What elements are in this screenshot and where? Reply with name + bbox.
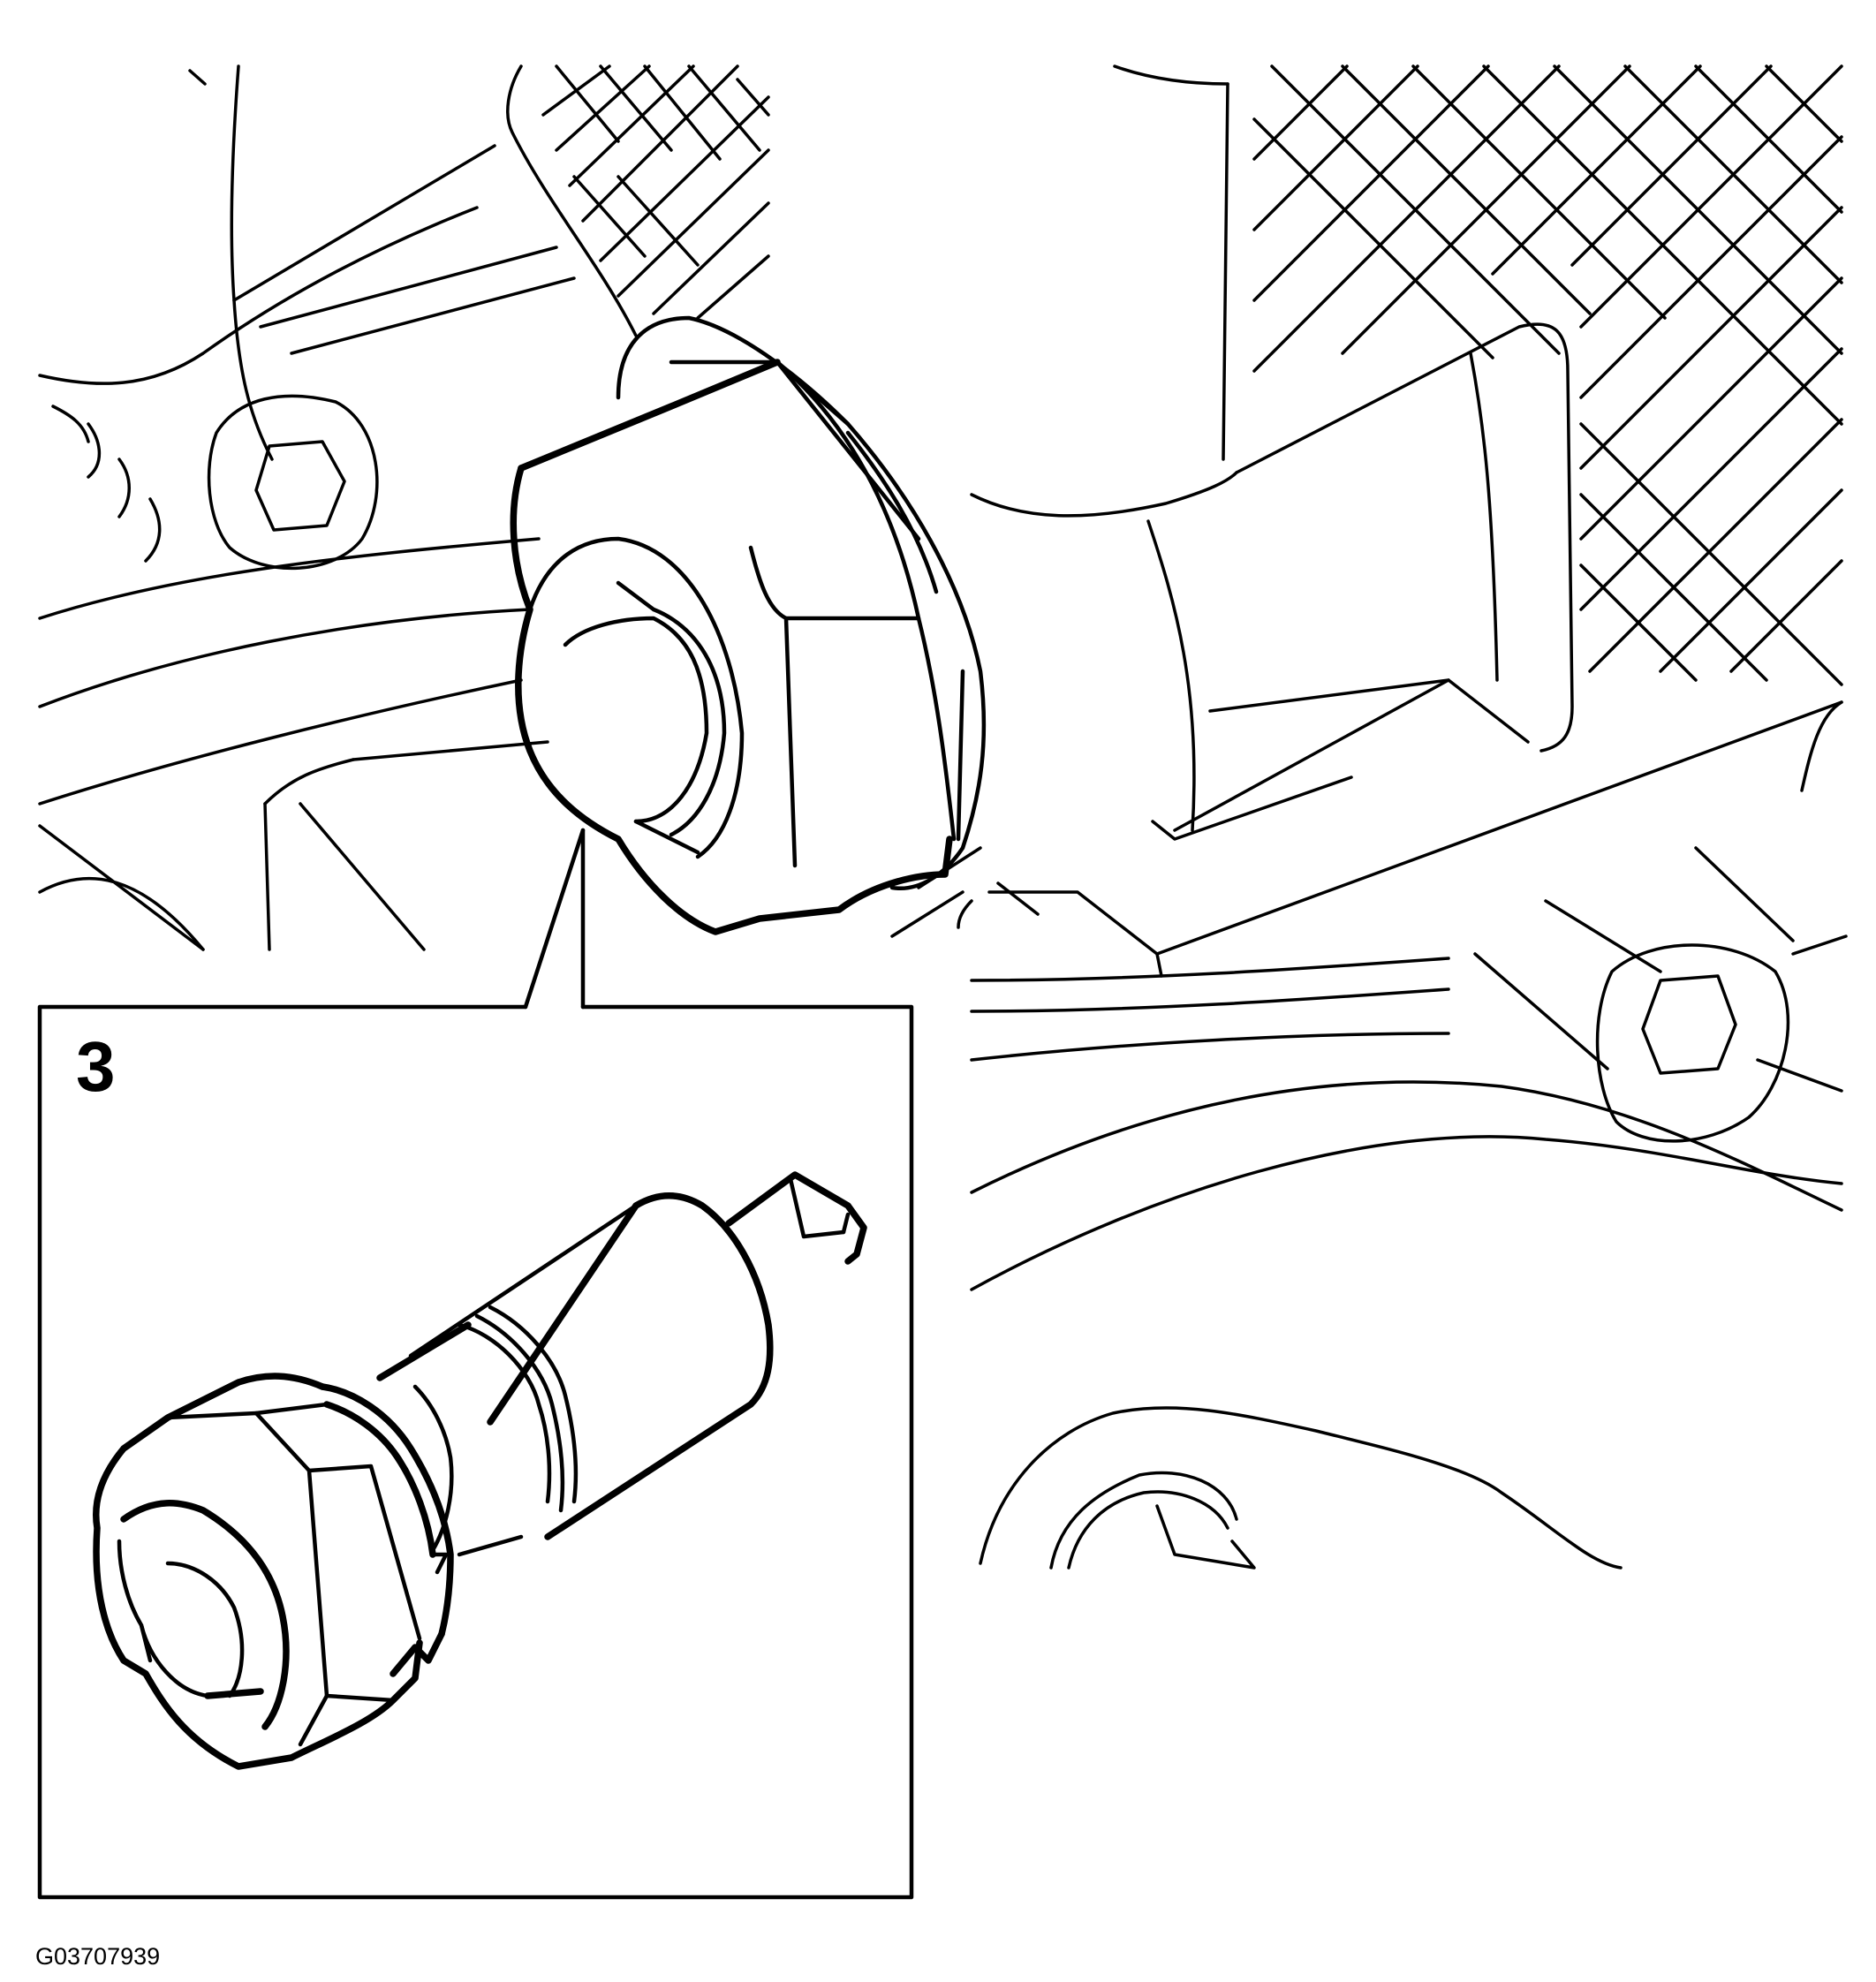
figure-id-label: G03707939 — [35, 1943, 161, 1970]
callout-leader — [523, 828, 586, 1010]
callout-number-label: 3 — [76, 1027, 116, 1106]
tensioner-detail — [93, 1171, 867, 1770]
engine-block-outline — [38, 64, 1848, 1570]
installed-tensioner — [510, 315, 987, 935]
callout-detail-frame — [37, 1004, 914, 1900]
casting-crosshatch-top — [541, 64, 770, 320]
bottom-mounting-lines — [890, 846, 982, 938]
casting-crosshatch-right — [1252, 64, 1843, 686]
